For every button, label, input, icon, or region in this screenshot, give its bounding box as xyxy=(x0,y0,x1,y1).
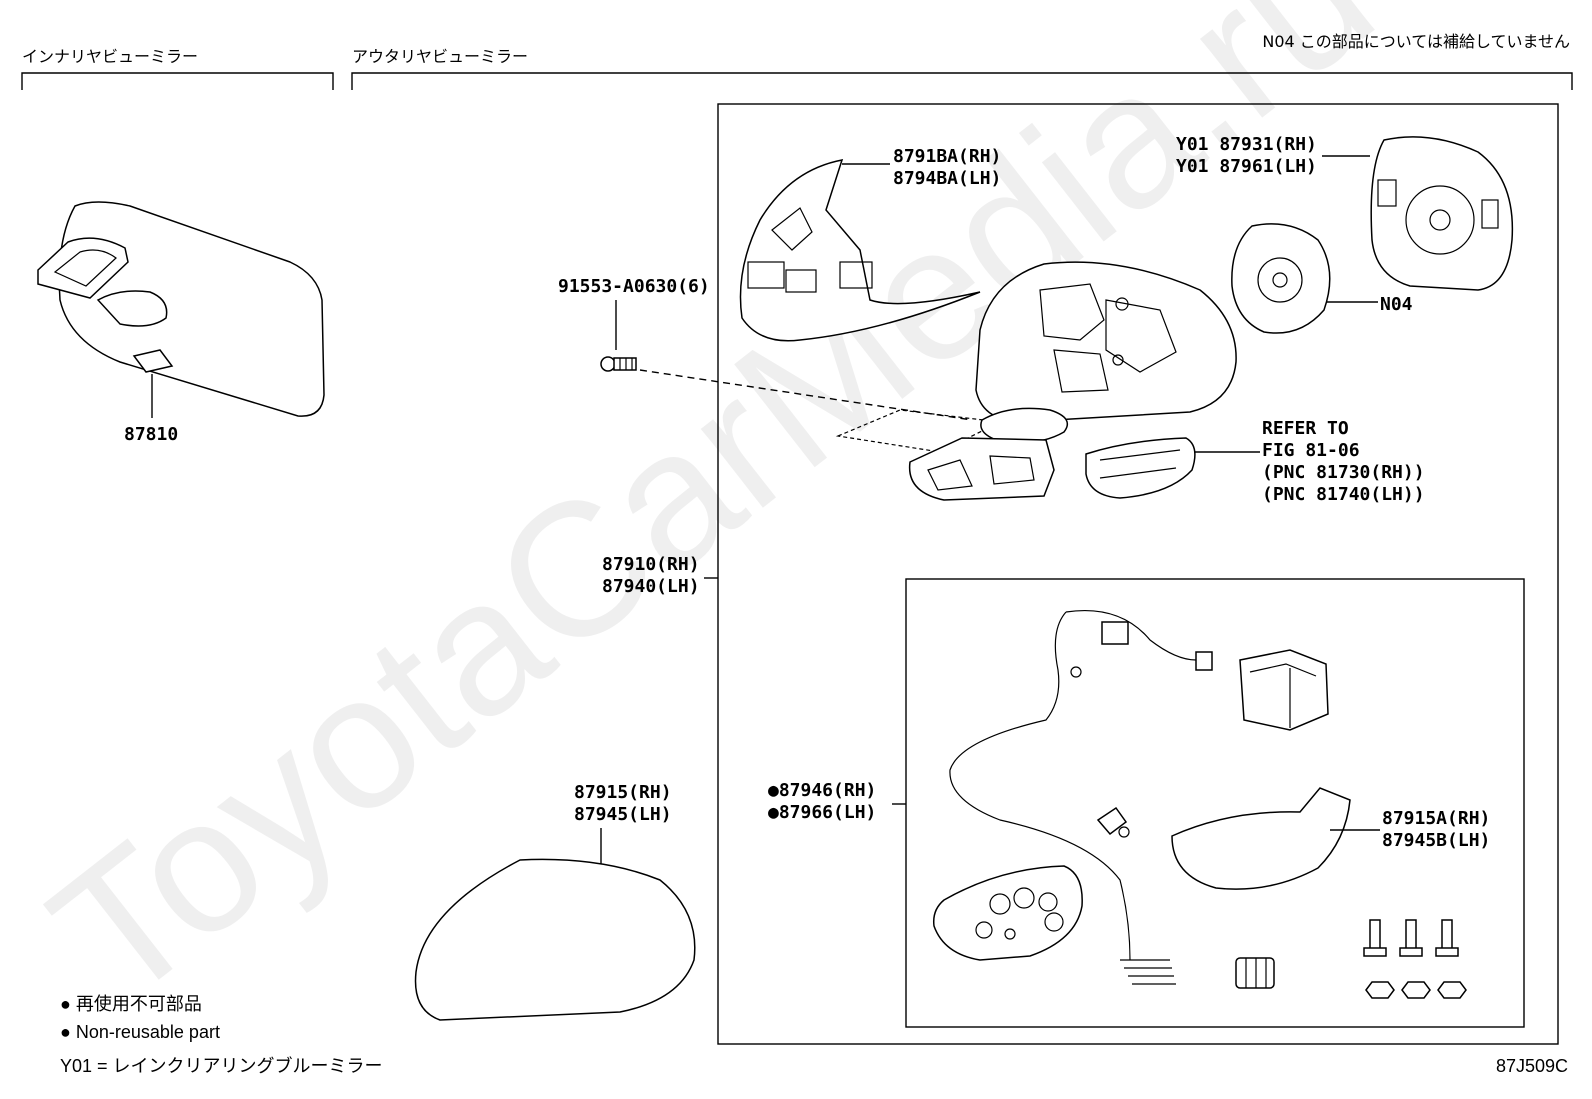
legend-non-reusable-jp: ● 再使用不可部品 xyxy=(60,994,202,1014)
turn-signal-drawing xyxy=(1085,437,1196,499)
bulb-socket-drawing xyxy=(1118,826,1130,838)
screw-dashed-line xyxy=(639,369,973,421)
part-harness-rh: ●87946(RH) xyxy=(768,780,876,801)
part-assy-lh: 87940(LH) xyxy=(602,576,700,597)
part-housing-rh: 8791BA(RH) xyxy=(893,146,1001,167)
housing-drawing xyxy=(739,159,981,342)
part-cap-lh: 87945B(LH) xyxy=(1382,830,1490,851)
section-outer-mirror: アウタリヤビューミラー xyxy=(352,47,528,66)
heater-plate-drawing xyxy=(932,865,1083,961)
bracket-inner xyxy=(21,72,334,90)
part-screw: 91553-A0630(6) xyxy=(558,276,710,297)
connector-drawing xyxy=(1235,957,1275,989)
inner-mirror-drawing xyxy=(37,201,325,417)
part-harness-lh: ●87966(LH) xyxy=(768,802,876,823)
screw-drawing xyxy=(600,356,637,372)
part-cover-rh: 87915(RH) xyxy=(574,782,672,803)
bolts-drawing xyxy=(1363,919,1459,957)
assembly-frame xyxy=(717,103,1559,1045)
part-87810: 87810 xyxy=(124,424,178,445)
part-cover-lh: 87945(LH) xyxy=(574,804,672,825)
part-glass-lh: Y01 87961(LH) xyxy=(1176,156,1317,177)
sub-assembly-frame xyxy=(905,578,1525,1028)
motor-unit-drawing xyxy=(1239,649,1329,731)
bracket-outer xyxy=(351,72,1573,90)
refer-line-4: (PNC 81740(LH)) xyxy=(1262,484,1425,505)
mirror-glass-drawing xyxy=(1370,136,1514,291)
refer-line-3: (PNC 81730(RH)) xyxy=(1262,462,1425,483)
part-n04: N04 xyxy=(1380,294,1413,315)
harness-drawing xyxy=(949,609,1213,985)
mirror-body-drawing xyxy=(975,261,1237,423)
refer-line-2: FIG 81-06 xyxy=(1262,440,1360,461)
part-glass-rh: Y01 87931(RH) xyxy=(1176,134,1317,155)
part-assy-rh: 87910(RH) xyxy=(602,554,700,575)
part-housing-lh: 8794BA(LH) xyxy=(893,168,1001,189)
refer-line-1: REFER TO xyxy=(1262,418,1349,439)
mirror-cap-drawing xyxy=(1171,787,1351,890)
supply-notice: N04 この部品については補給していません xyxy=(1262,32,1570,51)
nuts-drawing xyxy=(1365,981,1467,999)
section-inner-mirror: インナリヤビューミラー xyxy=(22,47,198,66)
legend-non-reusable-en: ● Non-reusable part xyxy=(60,1022,220,1042)
mirror-cover-drawing xyxy=(414,858,696,1021)
bulb-drawing xyxy=(1096,806,1128,836)
part-cap-rh: 87915A(RH) xyxy=(1382,808,1490,829)
mirror-base-drawing xyxy=(835,407,1068,501)
figure-id: 87J509C xyxy=(1496,1056,1568,1076)
actuator-drawing xyxy=(1231,223,1331,334)
legend-y01: Y01 = レインクリアリングブルーミラー xyxy=(60,1055,383,1076)
